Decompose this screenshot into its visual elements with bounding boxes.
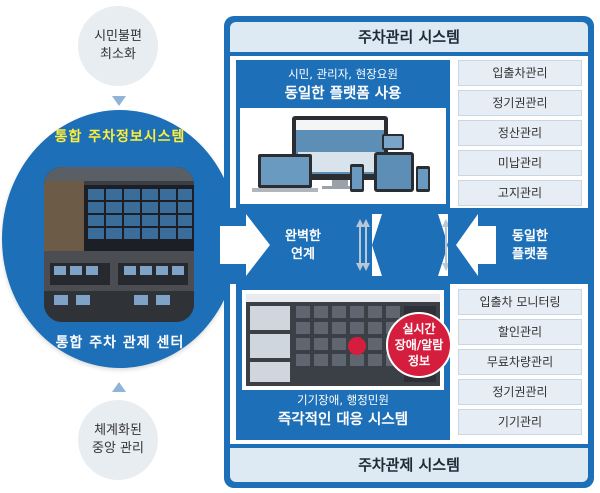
feature-entry-monitoring: 입출차 모니터링	[458, 289, 582, 315]
label-line-2: 플랫폼	[512, 247, 548, 262]
feature-unpaid: 미납관리	[458, 150, 582, 176]
control-subtitle: 기기장애, 행정민원	[297, 393, 389, 407]
management-image-area: 시민, 관리자, 현장요원 동일한 플랫폼 사용	[236, 60, 450, 208]
feature-entry-exit: 입출차관리	[458, 60, 582, 86]
badge-line-1: 실시간	[402, 322, 436, 336]
bubble-line-2: 중앙 관리	[92, 441, 144, 456]
feature-settlement: 정산관리	[458, 120, 582, 146]
management-feature-list: 입출차관리 정기권관리 정산관리 미납관리 고지관리	[458, 60, 582, 210]
hexagon-connector-icon	[372, 214, 448, 276]
same-platform-label: 동일한 플랫폼	[490, 228, 570, 264]
label-line-2: 연계	[291, 247, 315, 262]
perfect-link-label: 완벽한 연계	[268, 228, 338, 264]
control-feature-list: 입출차 모니터링 할인관리 무료차량관리 정기권관리 기기관리	[458, 289, 582, 439]
up-arrow-icon	[112, 382, 126, 392]
control-system-title: 주차관제 시스템	[230, 448, 588, 482]
management-system-title: 주차관리 시스템	[230, 22, 588, 52]
bubble-line-2: 최소화	[100, 47, 136, 62]
feature-discount: 할인관리	[458, 319, 582, 345]
control-headline: 즉각적인 대응 시스템	[277, 412, 409, 428]
label-line-1: 완벽한	[285, 229, 321, 244]
ring-title-bottom: 통합 주차 관제 센터	[55, 335, 185, 351]
citizen-inconvenience-bubble: 시민불편 최소화	[78, 6, 158, 86]
feature-season-pass: 정기권관리	[458, 379, 582, 405]
central-management-bubble: 체계화된 중앙 관리	[78, 400, 158, 480]
ring-title-top: 통합 주차정보시스템	[54, 129, 186, 145]
right-arrow-icon	[220, 214, 270, 276]
management-headline: 동일한 플랫폼 사용	[284, 86, 402, 102]
feature-free-vehicle: 무료차량관리	[458, 349, 582, 375]
realtime-alarm-badge: 실시간 장애/알람 정보	[386, 312, 452, 378]
feature-notice: 고지관리	[458, 180, 582, 206]
label-line-1: 동일한	[512, 229, 548, 244]
management-subtitle: 시민, 관리자, 현장요원	[288, 67, 398, 81]
devices-illustration	[240, 108, 446, 204]
badge-line-3: 정보	[407, 354, 431, 368]
bubble-line-1: 체계화된	[94, 423, 142, 438]
left-arrow-icon	[456, 214, 496, 276]
control-room-photo	[44, 167, 194, 322]
control-room-illustration	[44, 167, 194, 322]
feature-device: 기기관리	[458, 409, 582, 435]
bubble-line-1: 시민불편	[94, 29, 142, 44]
feature-season-pass: 정기권관리	[458, 90, 582, 116]
double-arrow-icon	[356, 219, 370, 271]
badge-line-2: 장애/알람	[394, 338, 444, 352]
down-arrow-icon	[112, 96, 126, 106]
